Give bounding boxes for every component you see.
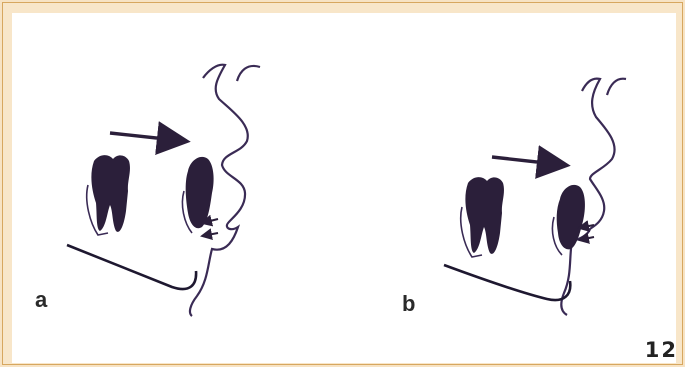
diagram-b — [444, 79, 626, 315]
figure-number: 12 — [645, 338, 678, 362]
diagram-a — [67, 65, 260, 316]
molar-a — [87, 155, 130, 235]
figure-panel: a b — [12, 13, 676, 363]
molar-b — [461, 177, 504, 257]
small-arrow-a2 — [202, 233, 218, 236]
incisors-b — [552, 185, 585, 255]
panel-label-b: b — [402, 291, 415, 317]
dental-diagram — [12, 13, 676, 363]
force-arrow-b — [492, 157, 564, 165]
jaw-line-a — [67, 245, 196, 289]
jaw-line-b — [444, 265, 570, 300]
panel-label-a: a — [35, 287, 47, 313]
force-arrow-a — [110, 133, 184, 141]
